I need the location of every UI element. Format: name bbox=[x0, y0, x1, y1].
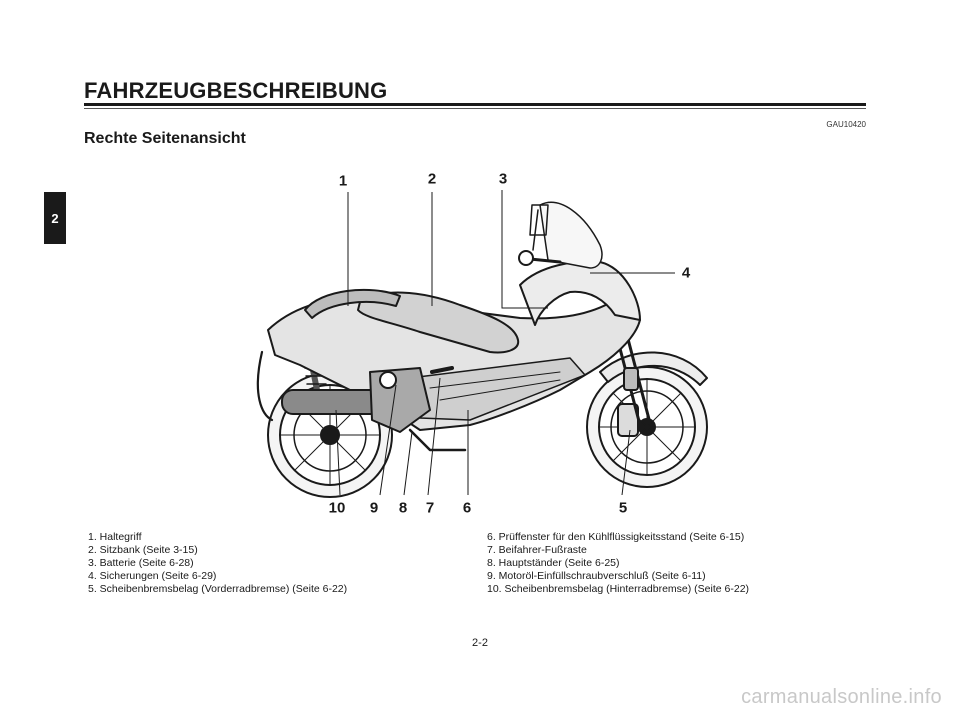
legend-item: 10. Scheibenbremsbelag (Hinterradbremse)… bbox=[487, 583, 750, 595]
callout-9: 9 bbox=[369, 499, 379, 517]
doc-code: GAU10420 bbox=[826, 120, 866, 129]
callout-8: 8 bbox=[398, 499, 408, 517]
front-wheel bbox=[586, 366, 708, 488]
callout-7: 7 bbox=[425, 499, 435, 517]
section-title: Rechte Seitenansicht bbox=[84, 130, 246, 147]
title-rule-thin bbox=[84, 108, 866, 109]
title-rule bbox=[84, 103, 866, 106]
legend-left: 1. Haltegriff 2. Sitzbank (Seite 3-15) 3… bbox=[88, 531, 347, 596]
callout-2: 2 bbox=[427, 170, 437, 188]
legend-item: 9. Motoröl-Einfüllschraubverschluß (Seit… bbox=[487, 570, 706, 582]
legend-item: 1. Haltegriff bbox=[88, 531, 142, 543]
legend-item: 2. Sitzbank (Seite 3-15) bbox=[88, 544, 198, 556]
legend-item: 3. Batterie (Seite 6-28) bbox=[88, 557, 194, 569]
legend-item: 6. Prüffenster für den Kühlflüssigkeitss… bbox=[487, 531, 745, 543]
rear-fender bbox=[256, 350, 274, 422]
page-number: 2-2 bbox=[472, 637, 488, 649]
main-stand bbox=[408, 428, 467, 452]
seat bbox=[357, 291, 520, 354]
callout-1: 1 bbox=[338, 172, 348, 190]
callout-10: 10 bbox=[328, 499, 346, 517]
legend-item: 8. Hauptständer (Seite 6-25) bbox=[487, 557, 620, 569]
callout-6: 6 bbox=[462, 499, 472, 517]
grab-handle bbox=[304, 288, 401, 319]
callout-5: 5 bbox=[618, 499, 628, 517]
callout-3: 3 bbox=[498, 170, 508, 188]
callout-4: 4 bbox=[681, 264, 691, 282]
legend-item: 5. Scheibenbremsbelag (Vorderradbremse) … bbox=[88, 583, 348, 595]
chapter-tab: 2 bbox=[44, 192, 66, 244]
watermark: carmanualsonline.info bbox=[741, 686, 942, 708]
legend-right: 6. Prüffenster für den Kühlflüssigkeitss… bbox=[487, 531, 749, 596]
chapter-title: FAHRZEUGBESCHREIBUNG bbox=[84, 78, 388, 103]
fork-spring bbox=[623, 367, 639, 391]
windscreen bbox=[539, 201, 603, 269]
legend-item: 7. Beifahrer-Fußraste bbox=[487, 544, 587, 556]
footrest bbox=[430, 366, 454, 374]
legend-item: 4. Sicherungen (Seite 6-29) bbox=[88, 570, 217, 582]
mirror bbox=[518, 250, 534, 266]
